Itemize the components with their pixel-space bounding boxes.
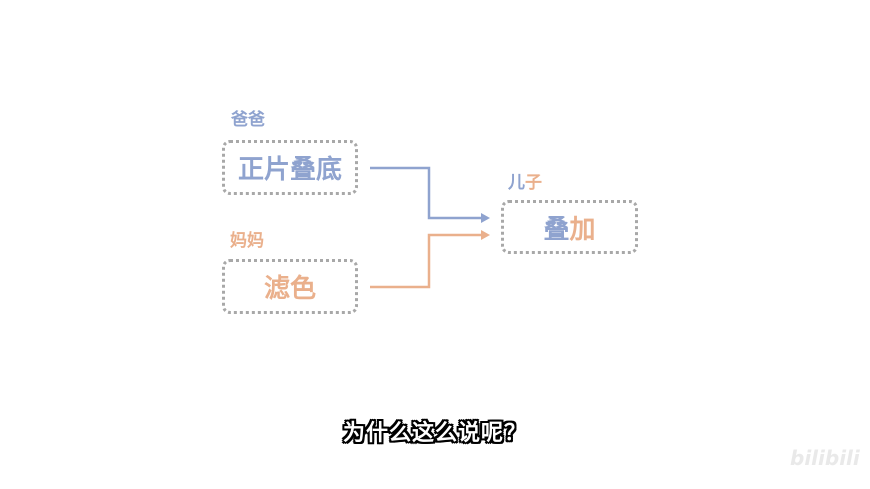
father-mode-text: 正片叠底 (237, 155, 342, 185)
mother-connector (370, 233, 481, 289)
bilibili-watermark-logo: bilibili (790, 446, 860, 470)
mother-mode-box: 滤色 (222, 259, 358, 314)
father-connector (370, 166, 481, 220)
child-mode-box: 叠加 (501, 200, 638, 254)
child-label-part2: 子 (525, 173, 542, 193)
father-arrowhead (481, 213, 490, 223)
subtitle-caption: 为什么这么说呢？ (342, 421, 527, 446)
child-label: 儿子 (508, 175, 542, 192)
child-mode-part1: 叠 (543, 214, 570, 245)
child-label-part1: 儿 (508, 173, 525, 193)
father-mode-box: 正片叠底 (222, 140, 358, 195)
mother-label: 妈妈 (230, 231, 264, 251)
mother-arrowhead (481, 230, 490, 240)
child-mode-part2: 加 (569, 214, 596, 245)
mother-mode-text: 滤色 (263, 274, 316, 304)
father-label: 爸爸 (231, 110, 265, 130)
